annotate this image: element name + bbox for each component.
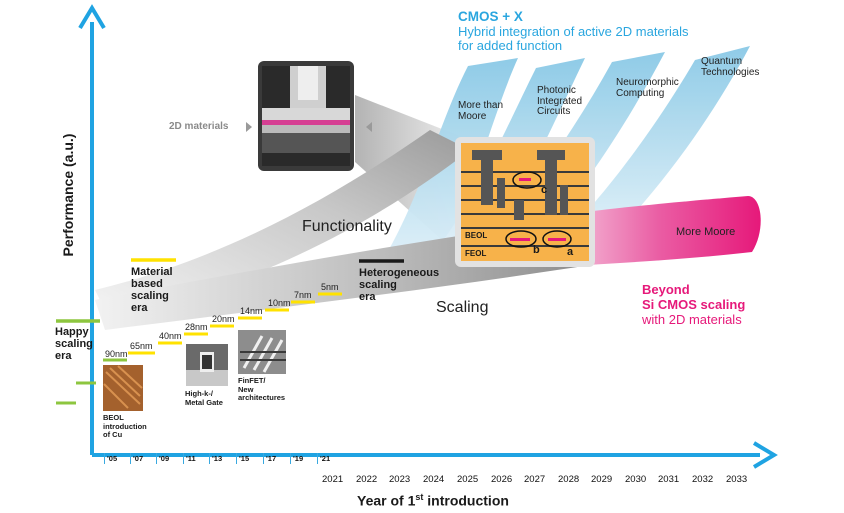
material-era-l4: era (131, 302, 148, 314)
branch-neuromorphic-l2: Computing (616, 87, 665, 99)
chip-label-a: a (567, 246, 574, 258)
year-tick: '21 (317, 453, 330, 464)
finfet-caption-l2: New (238, 384, 254, 394)
more-moore-band (560, 196, 761, 266)
y-axis-label: Performance (a.u.) (60, 85, 76, 305)
happy-era-l3: era (55, 350, 72, 362)
x-axis-label: Year of 1st introduction (357, 492, 509, 509)
beol-caption-l1: BEOL (103, 413, 124, 422)
branch-photonic-l2: Integrated (537, 95, 583, 107)
highk-caption-l1: High-k-/ (185, 389, 213, 398)
chip-cross-section (455, 137, 595, 267)
functionality-label: Functionality (302, 218, 392, 235)
year-tick: '13 (209, 453, 222, 464)
node-label: 5nm (321, 282, 339, 292)
year-label: 2027 (524, 474, 546, 485)
year-label: 2032 (692, 474, 714, 485)
branch-more-than-moore: More than Moore (458, 100, 504, 122)
year-tick: '19 (290, 453, 303, 464)
beol-cu-caption: BEOL introduction of Cu (103, 413, 147, 440)
branch-more-than-moore-l1: More than (458, 100, 504, 111)
year-label: 2025 (457, 474, 479, 485)
year-tick: '15 (236, 453, 249, 464)
branch-neuromorphic: Neuromorphic Computing (616, 77, 679, 99)
node-label: 7nm (294, 290, 312, 300)
year-label: 2031 (658, 474, 680, 485)
branch-quantum-l2: Technologies (701, 66, 760, 78)
2d-material-tem-image (246, 61, 372, 171)
chip-label-c: c (541, 184, 548, 196)
branch-more-than-moore-l2: Moore (458, 110, 487, 122)
finfet-caption-l3: architectures (238, 393, 286, 402)
branch-quantum: Quantum Technologies (701, 56, 760, 78)
2d-materials-label: 2D materials (169, 121, 229, 132)
high-k-metal-gate-thumbnail (186, 344, 228, 386)
beyond-line3: with 2D materials (642, 312, 742, 327)
year-label: 2021 (322, 474, 344, 485)
node-label: 28nm (185, 322, 208, 332)
year-label: 2024 (423, 474, 445, 485)
year-label: 2026 (491, 474, 513, 485)
finfet-caption-l1: FinFET/ (238, 376, 266, 385)
branch-neuromorphic-l1: Neuromorphic (616, 77, 679, 88)
year-tick: '11 (183, 453, 196, 464)
year-label: 2029 (591, 474, 613, 485)
beyond-line1: Beyond (642, 282, 690, 297)
year-tick: '05 (104, 453, 117, 464)
functionality-band (95, 130, 470, 320)
year-tick: '17 (263, 453, 276, 464)
material-era-l1: Material (131, 266, 173, 278)
x-axis-label-main: Year of 1 (357, 492, 416, 509)
material-era-l2: based (131, 278, 163, 290)
branch-quantum-l1: Quantum (701, 56, 743, 67)
year-tick: '07 (130, 453, 143, 464)
node-label: 40nm (159, 331, 182, 341)
high-k-caption: High-k-/ Metal Gate (185, 389, 223, 407)
x-axis-label-end: introduction (423, 492, 509, 509)
branch-photonic-ic: Photonic Integrated Circuits (537, 85, 583, 118)
finfet-caption: FinFET/ New architectures (238, 376, 286, 403)
chip-label-beol: BEOL (465, 231, 488, 240)
hetero-era-l1: Heterogeneous (359, 267, 440, 279)
year-label: 2023 (389, 474, 411, 485)
node-label: 65nm (130, 341, 153, 351)
x-axis-label-sup: st (415, 492, 424, 502)
year-label: 2028 (558, 474, 580, 485)
y-axis-label-text: Performance (a.u.) (60, 133, 76, 257)
cmos-x-desc-line1: Hybrid integration of active 2D material… (458, 24, 689, 39)
happy-scaling-era: Happy scaling era (55, 326, 93, 362)
more-moore-label: More Moore (676, 226, 736, 238)
chip-label-b: b (533, 244, 540, 256)
year-label: 2022 (356, 474, 378, 485)
highk-caption-l2: Metal Gate (185, 397, 223, 407)
branch-photonic-l1: Photonic (537, 85, 576, 96)
cmos-x-title: CMOS + X (458, 9, 523, 24)
finfet-thumbnail (238, 330, 286, 374)
year-label: 2030 (625, 474, 647, 485)
hetero-era-l2: scaling (359, 279, 397, 291)
beol-caption-l2: introduction (103, 421, 147, 431)
node-label: 14nm (240, 306, 263, 316)
node-bars (103, 292, 342, 362)
beol-cu-thumbnail (103, 365, 143, 411)
material-scaling-era: Material based scaling era (131, 266, 173, 314)
chip-label-feol: FEOL (465, 249, 487, 258)
heterogeneous-scaling-era: Heterogeneous scaling era (359, 267, 439, 303)
node-label: 10nm (268, 298, 291, 308)
happy-era-l1: Happy (55, 326, 89, 338)
beol-caption-l3: of Cu (103, 430, 123, 439)
cmos-x-desc-line2: for added function (458, 38, 563, 53)
branch-photonic-l3: Circuits (537, 106, 571, 117)
year-label: 2033 (726, 474, 748, 485)
hetero-era-l3: era (359, 291, 376, 303)
beyond-line2: Si CMOS scaling (642, 297, 746, 312)
scaling-label: Scaling (436, 299, 489, 316)
year-tick: '09 (156, 453, 169, 464)
node-label: 20nm (212, 314, 235, 324)
node-label: 90nm (105, 349, 128, 359)
material-era-l3: scaling (131, 290, 169, 302)
happy-era-l2: scaling (55, 338, 93, 350)
